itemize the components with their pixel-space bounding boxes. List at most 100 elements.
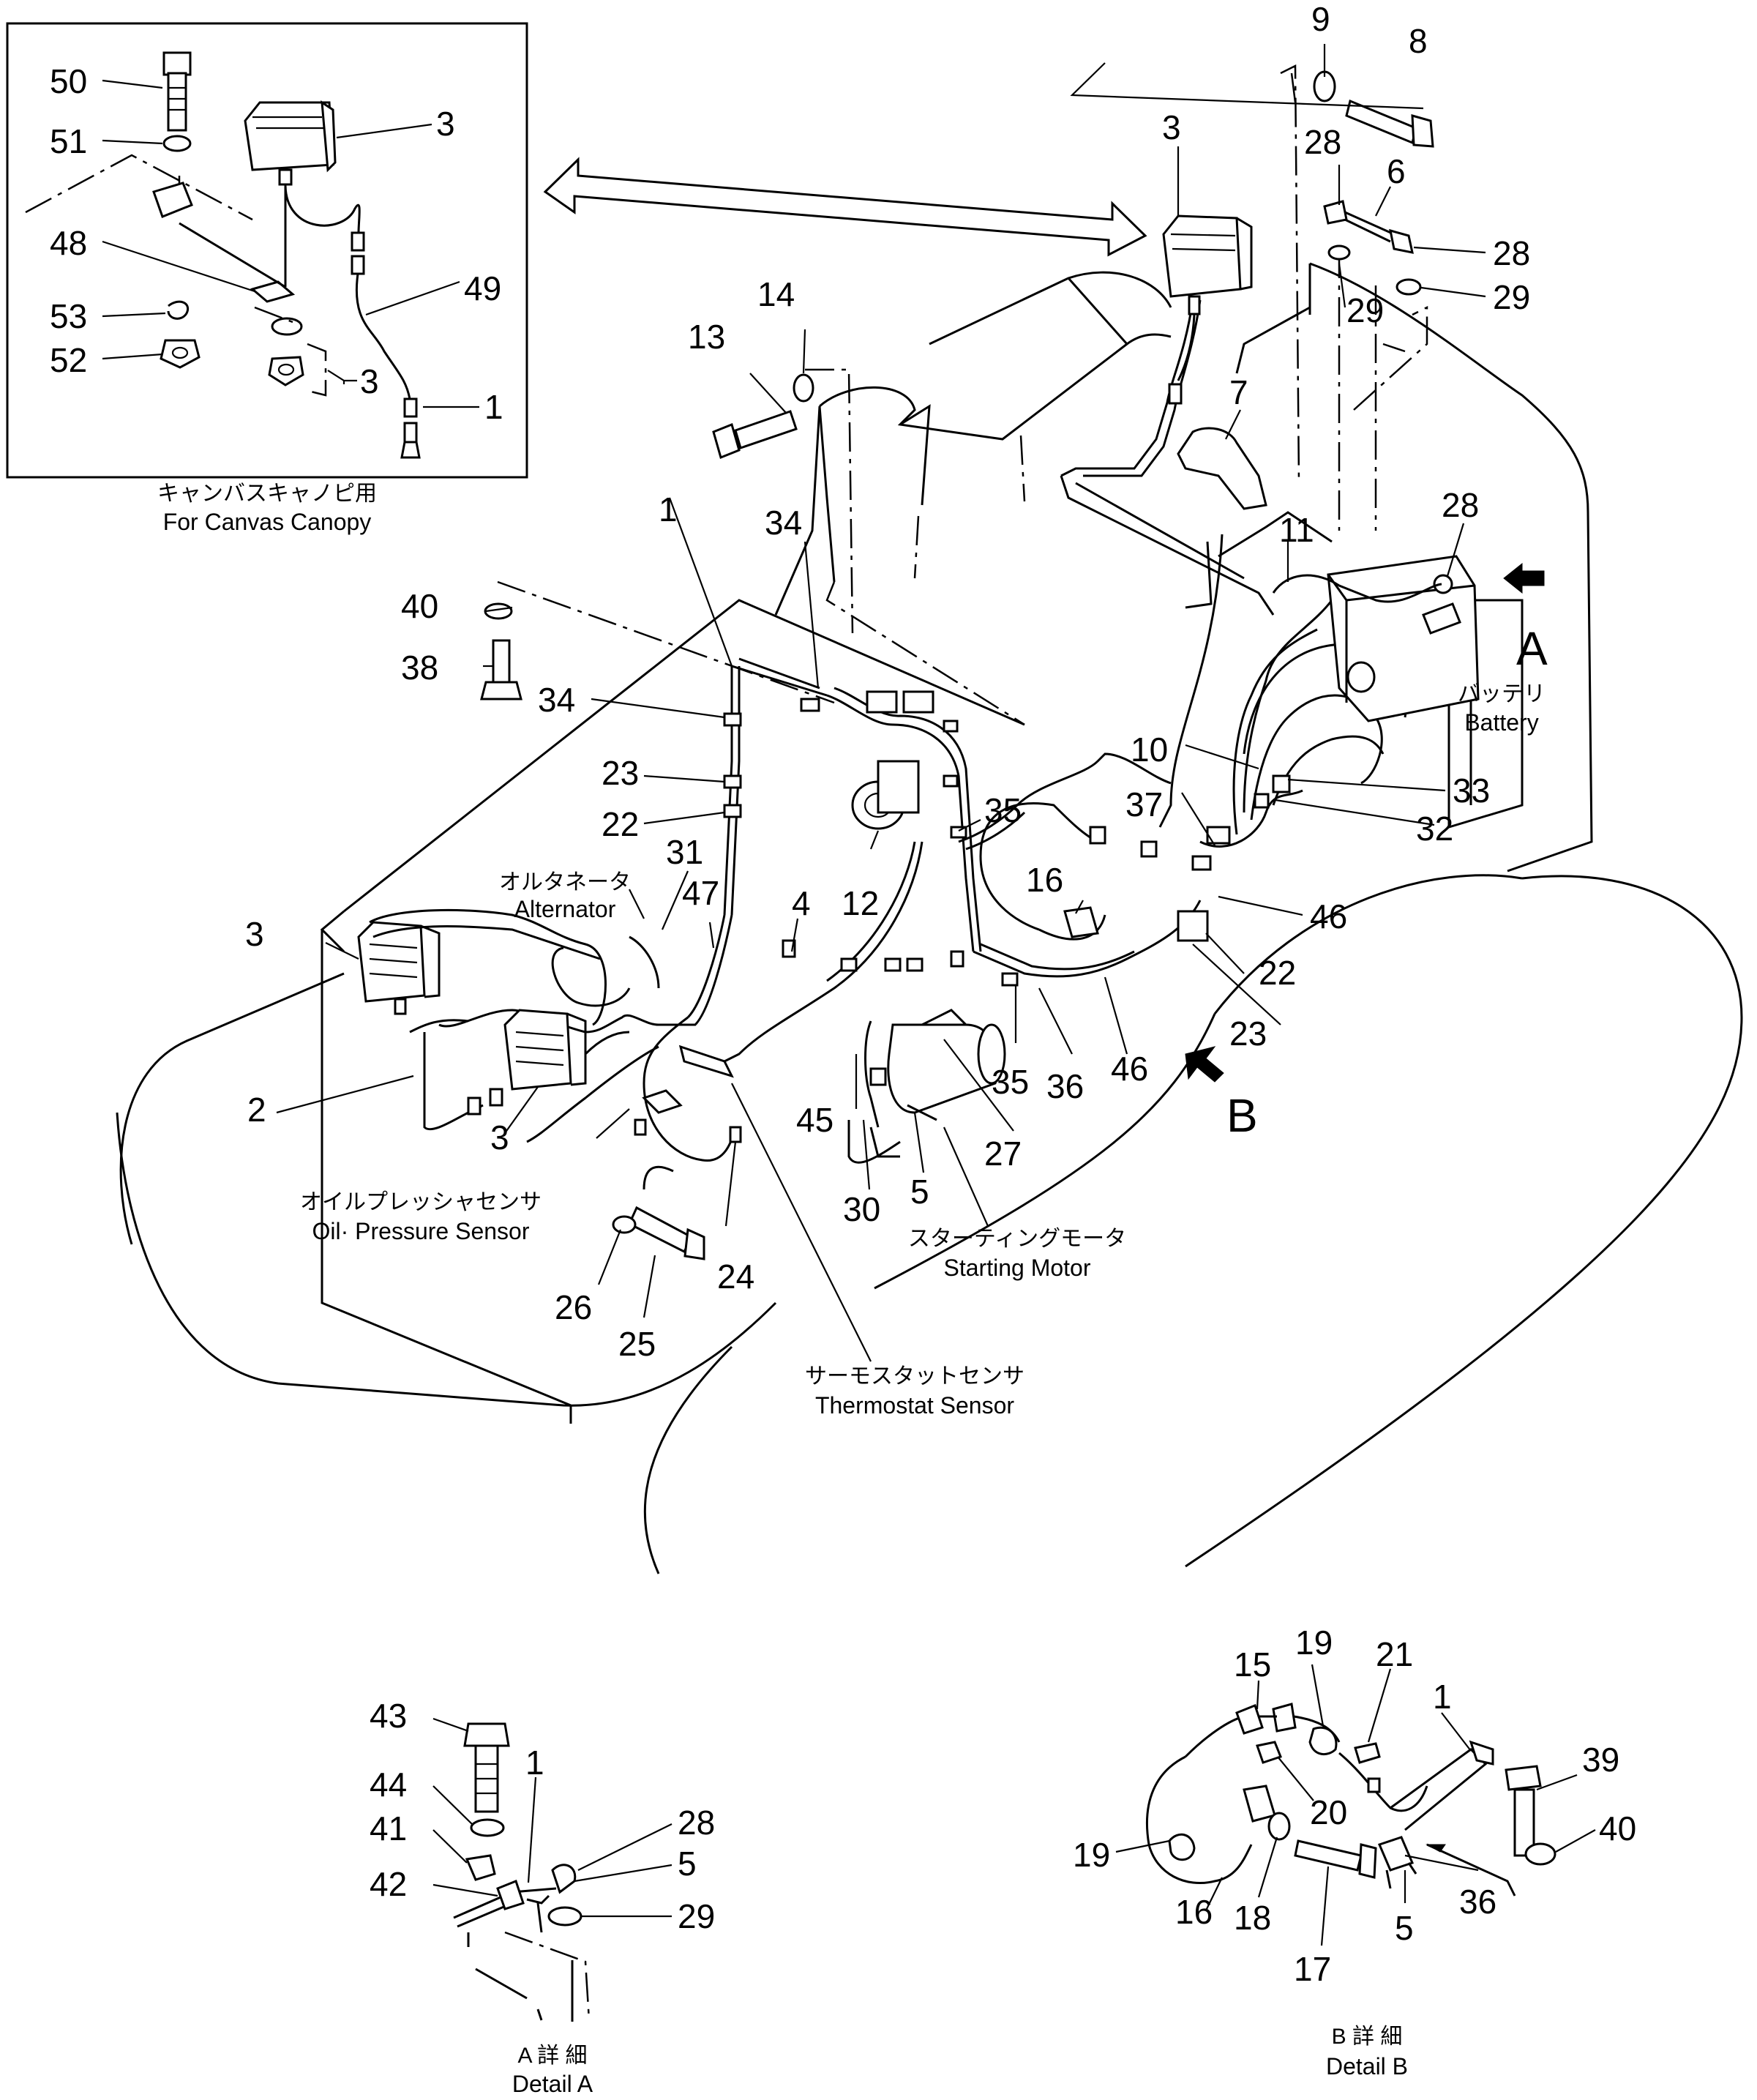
callout-22-left: 22	[602, 805, 639, 843]
washer-44	[470, 1818, 505, 1837]
view-arrow-b-icon	[1185, 1046, 1224, 1083]
washer-29-detail-a	[547, 1906, 582, 1927]
callout-17: 17	[1294, 1950, 1331, 1988]
callout-37: 37	[1125, 785, 1163, 823]
thermostat-label-en: Thermostat Sensor	[815, 1392, 1014, 1419]
callout-41: 41	[370, 1809, 407, 1847]
plate-48	[250, 280, 296, 303]
callout-4: 4	[792, 884, 811, 922]
main-harness	[357, 70, 1545, 1260]
callout-29-b: 29	[1493, 278, 1530, 316]
battery-label-en: Battery	[1464, 709, 1538, 736]
callout-34-left: 34	[538, 681, 575, 719]
alternator	[551, 935, 660, 1007]
callout-1-inset: 1	[484, 388, 503, 426]
work-lamp-center	[409, 1009, 630, 1131]
callout-28-right: 28	[1493, 234, 1530, 272]
canopy-caption-jp: キャンバスキャノピ用	[157, 482, 377, 506]
callout-32: 32	[1416, 810, 1453, 848]
callout-24: 24	[717, 1258, 754, 1296]
main-callouts: 9 8 3 28 6 28 29 29 14 13 7 11 28 40 38 …	[245, 0, 1548, 1363]
callout-3-top: 3	[1162, 108, 1181, 146]
callout-49: 49	[464, 269, 501, 307]
callout-6: 6	[1387, 152, 1406, 190]
callout-40-detail-b: 40	[1599, 1809, 1636, 1847]
machine-outline	[116, 64, 1743, 1574]
callout-8: 8	[1409, 22, 1428, 60]
callout-1-main: 1	[659, 490, 678, 528]
callout-1-detail-a: 1	[525, 1744, 544, 1782]
bolt-43	[463, 1722, 510, 1813]
work-lamp-inset	[244, 100, 421, 459]
starting-motor	[864, 1009, 1006, 1128]
callout-3-lower: 3	[490, 1118, 509, 1157]
main-leader-lines	[276, 44, 1486, 1362]
callout-28-battery: 28	[1442, 486, 1479, 524]
callout-9: 9	[1311, 0, 1330, 38]
callout-33: 33	[1453, 771, 1490, 810]
callout-52: 52	[50, 341, 87, 379]
component-labels: バッテリ Battery オルタネータ Alternator オイルプレッシャセ…	[300, 682, 1546, 1419]
callout-11: 11	[1279, 511, 1314, 549]
callout-18: 18	[1234, 1899, 1271, 1937]
callout-46-lower: 46	[1111, 1050, 1148, 1088]
callout-20: 20	[1310, 1793, 1347, 1831]
detail-a-caption-jp: A 詳 細	[517, 2044, 587, 2068]
inset-centerline	[25, 154, 253, 221]
bolt-25	[628, 1206, 705, 1260]
callout-22-right: 22	[1259, 954, 1296, 992]
starting-motor-label-en: Starting Motor	[944, 1255, 1091, 1281]
callout-51: 51	[50, 122, 87, 160]
inset-frame	[6, 22, 528, 479]
callout-53: 53	[50, 297, 87, 335]
canopy-caption-en: For Canvas Canopy	[163, 509, 372, 535]
view-arrow-a-icon	[1503, 562, 1545, 594]
callout-21: 21	[1376, 1635, 1413, 1673]
callout-13: 13	[688, 318, 725, 356]
callout-35-upper: 35	[984, 791, 1022, 829]
callout-1-detail-b: 1	[1433, 1678, 1452, 1716]
work-lamp-top	[1162, 214, 1253, 405]
oil-pressure-sensor	[642, 1089, 683, 1114]
thermostat-label-jp: サーモスタットセンサ	[805, 1364, 1024, 1389]
relay-16	[1063, 906, 1099, 938]
callout-28-top: 28	[1304, 123, 1341, 161]
callout-46-upper: 46	[1310, 897, 1347, 935]
callout-5-main: 5	[910, 1173, 929, 1211]
thermostat-sensor	[678, 1045, 734, 1078]
nut-52	[160, 339, 201, 369]
callout-25: 25	[618, 1325, 656, 1363]
starting-motor-label-jp: スターティングモータ	[908, 1227, 1126, 1251]
callout-3-inset-nut: 3	[360, 362, 379, 400]
callout-27: 27	[984, 1135, 1022, 1173]
callout-19-top: 19	[1295, 1623, 1333, 1662]
callout-7: 7	[1229, 373, 1248, 411]
nut-inset	[268, 356, 304, 386]
washer-40-detail-b	[1524, 1842, 1556, 1866]
washer-51	[162, 135, 192, 152]
detail-a-caption-en: Detail A	[512, 2071, 593, 2097]
callout-29-detail-a: 29	[678, 1897, 715, 1935]
horn-12	[851, 760, 920, 830]
callout-19-left: 19	[1073, 1836, 1110, 1874]
callout-26: 26	[555, 1288, 592, 1326]
callout-23-left: 23	[602, 754, 639, 792]
oil-sensor-label-en: Oil· Pressure Sensor	[312, 1218, 530, 1244]
alternator-label-jp: オルタネータ	[499, 870, 631, 894]
double-arrow-icon	[543, 157, 1147, 257]
callout-14: 14	[757, 275, 795, 313]
battery	[1327, 555, 1480, 722]
callout-36-detail-b: 36	[1459, 1883, 1496, 1921]
callout-38: 38	[401, 649, 438, 687]
washer-3	[271, 317, 303, 336]
washer-40	[484, 602, 513, 620]
bolt-50	[162, 51, 192, 132]
alternator-label-en: Alternator	[514, 896, 616, 922]
bolt-13	[712, 410, 798, 460]
callout-30: 30	[843, 1190, 880, 1228]
callout-47: 47	[682, 874, 719, 912]
bracket-41	[465, 1854, 496, 1881]
callout-5-detail-a: 5	[678, 1845, 697, 1883]
callout-2: 2	[247, 1091, 266, 1129]
